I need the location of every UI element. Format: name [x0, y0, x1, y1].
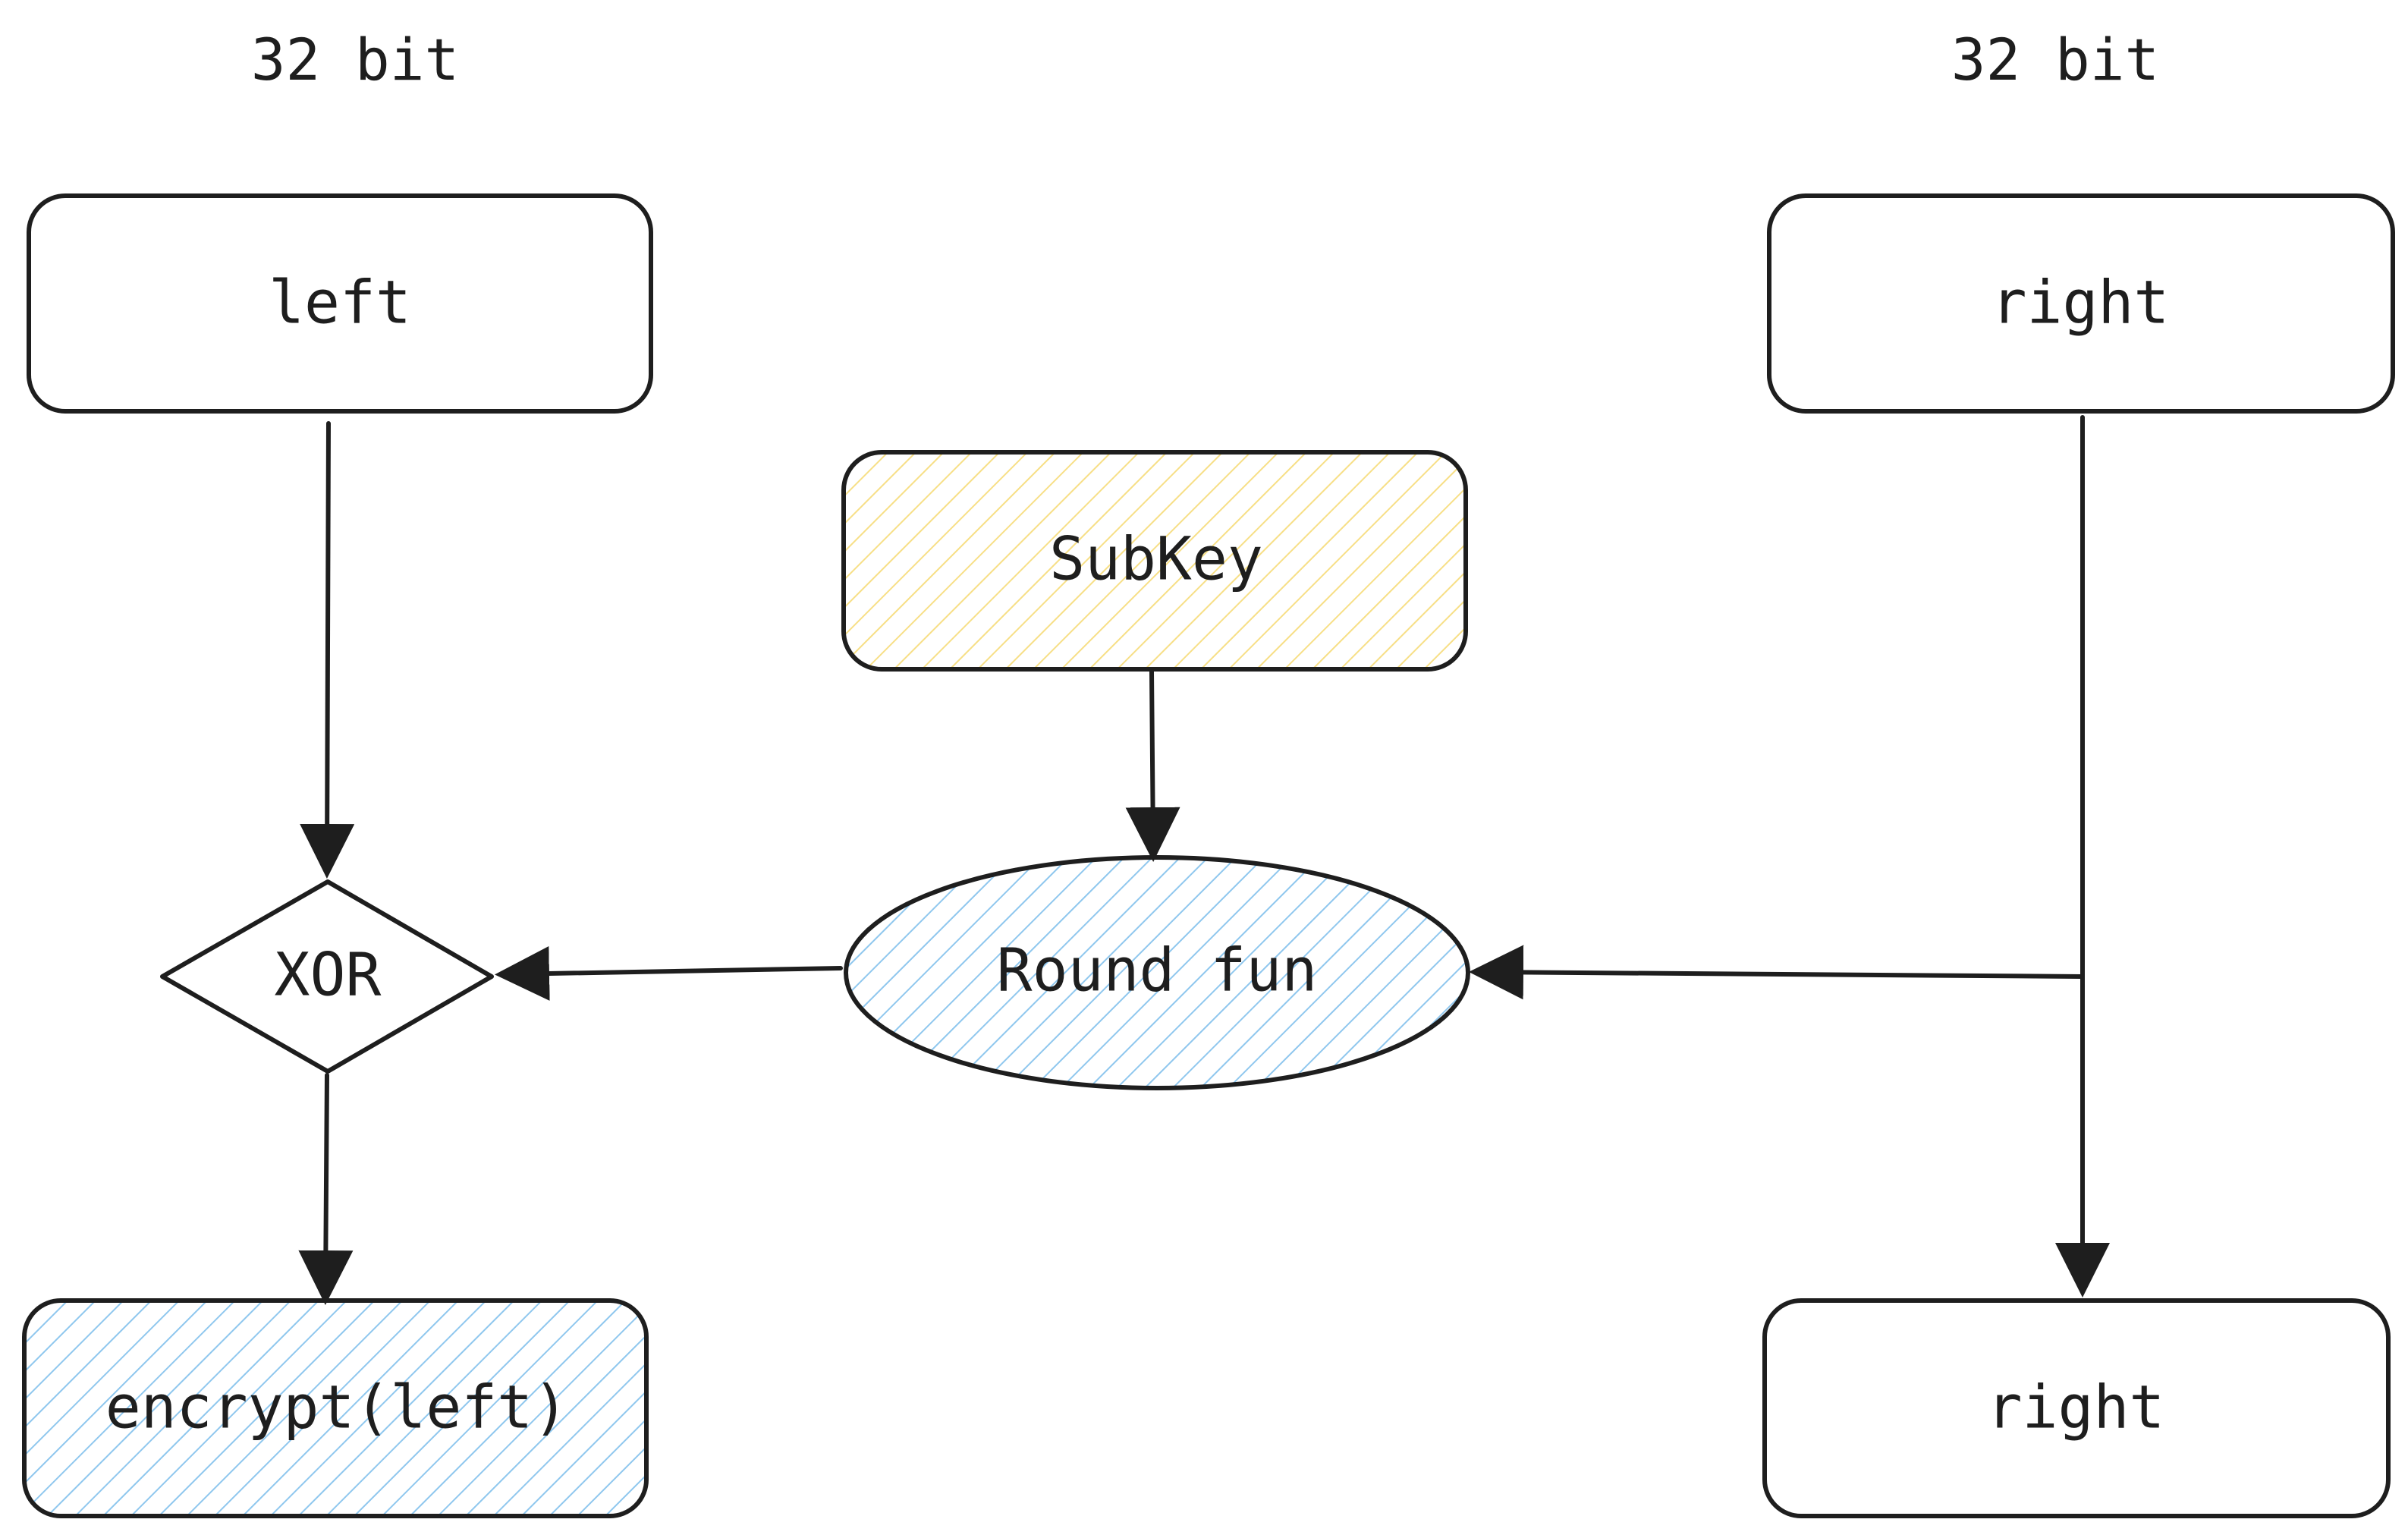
- edges: [298, 415, 2110, 1305]
- node-round-fun-label: Round fun: [997, 936, 1318, 1005]
- edge-left-to-xor: [300, 421, 355, 879]
- node-left-label: left: [269, 269, 411, 337]
- node-encrypt-left: encrypt(left): [22, 1298, 649, 1518]
- node-subkey-label: SubKey: [1049, 525, 1263, 593]
- node-right-bottom: right: [1762, 1298, 2391, 1518]
- node-left: left: [27, 193, 653, 414]
- node-right-bottom-label: right: [1987, 1373, 2165, 1442]
- left-width-label: 32 bit: [251, 26, 460, 93]
- edge-xor-to-encrypt-left: [298, 1073, 354, 1305]
- node-xor: XOR: [160, 879, 494, 1074]
- right-width-label: 32 bit: [1951, 26, 2160, 93]
- node-right-top: right: [1767, 193, 2395, 414]
- node-right-top-label: right: [1991, 269, 2170, 337]
- edge-subkey-to-round-fun: [1125, 669, 1180, 862]
- node-round-fun: Round fun: [844, 855, 1470, 1090]
- edge-round-fun-to-xor: [495, 946, 843, 1002]
- node-subkey: SubKey: [841, 450, 1468, 672]
- node-encrypt-left-label: encrypt(left): [105, 1373, 568, 1442]
- node-xor-label: XOR: [275, 941, 382, 1009]
- edge-right-branch-to-round-fun: [1469, 945, 2085, 1000]
